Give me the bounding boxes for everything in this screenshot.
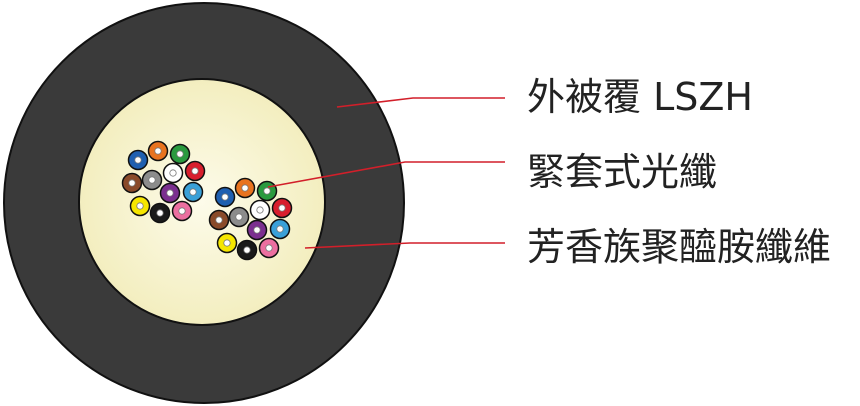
aramid-yarn-layer <box>78 78 326 326</box>
tight-buffer-fiber <box>162 162 184 184</box>
tight-buffer-fiber <box>147 140 169 162</box>
fiber-core <box>263 187 271 195</box>
fiber-core <box>156 209 164 217</box>
fiber-core <box>243 246 251 254</box>
fiber-core <box>191 167 199 175</box>
tight-buffer-fiber <box>121 172 143 194</box>
label-aramid-yarn: 芳香族聚醯胺纖維 <box>527 225 832 269</box>
fiber-clusters <box>121 140 293 261</box>
tight-buffer-fiber <box>149 202 171 224</box>
leader-line-tight-buffer-fiber <box>267 161 505 188</box>
fiber-core <box>189 188 197 196</box>
tight-buffer-fiber <box>249 199 271 221</box>
fiber-core <box>221 193 229 201</box>
tight-buffer-fiber <box>258 237 280 259</box>
fiber-core <box>265 244 273 252</box>
fiber-core <box>148 176 156 184</box>
tight-buffer-fiber <box>159 182 181 204</box>
fiber-core <box>241 184 249 192</box>
label-outer-jacket: 外被覆 LSZH <box>527 75 753 119</box>
fiber-core <box>223 239 231 247</box>
tight-buffer-fiber <box>236 239 258 261</box>
fiber-core <box>136 202 144 210</box>
fiber-core <box>154 147 162 155</box>
leader-line-aramid-yarn <box>304 242 505 249</box>
tight-buffer-fiber <box>208 209 230 231</box>
fiber-core <box>276 225 284 233</box>
tight-buffer-fiber <box>234 177 256 199</box>
tight-buffer-fiber <box>246 219 268 241</box>
fiber-core <box>235 213 243 221</box>
tight-buffer-fiber <box>256 180 278 202</box>
fiber-core <box>178 207 186 215</box>
leader-line-jacket <box>336 97 505 108</box>
label-tight-buffer-fiber: 緊套式光纖 <box>527 150 718 194</box>
fiber-core <box>169 169 177 177</box>
fiber-core <box>166 189 174 197</box>
fiber-cluster-2 <box>208 177 293 261</box>
fiber-core <box>176 150 184 158</box>
tight-buffer-fiber <box>127 149 149 171</box>
tight-buffer-fiber <box>141 169 163 191</box>
tight-buffer-fiber <box>169 143 191 165</box>
tight-buffer-fiber <box>182 181 204 203</box>
tight-buffer-fiber <box>129 195 151 217</box>
tight-buffer-fiber <box>228 206 250 228</box>
fiber-core <box>256 206 264 214</box>
tight-buffer-fiber <box>184 160 206 182</box>
tight-buffer-fiber <box>171 200 193 222</box>
fiber-cluster-1 <box>121 140 206 224</box>
fiber-core <box>278 204 286 212</box>
tight-buffer-fiber <box>216 232 238 254</box>
fiber-core <box>215 216 223 224</box>
fiber-core <box>134 156 142 164</box>
fiber-core <box>253 226 261 234</box>
tight-buffer-fiber <box>269 218 291 240</box>
tight-buffer-fiber <box>271 197 293 219</box>
fiber-core <box>128 179 136 187</box>
tight-buffer-fiber <box>214 186 236 208</box>
